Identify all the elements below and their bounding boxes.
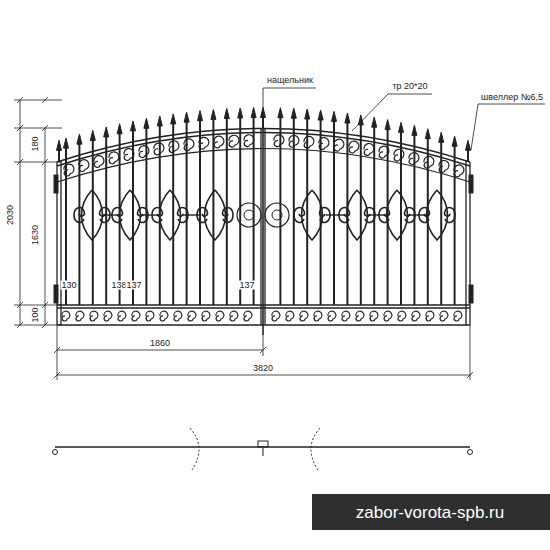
dimension-label: 137 [238, 281, 255, 290]
plan-view [53, 428, 473, 470]
callout-label: нащельник [266, 76, 314, 85]
watermark-bar [312, 494, 550, 530]
dimension-label: 1630 [31, 224, 40, 246]
leader-lines [263, 88, 545, 150]
dimension-label: 1860 [149, 339, 171, 348]
dimension-label: 180 [31, 135, 40, 152]
callout-label: тр 20*20 [391, 82, 428, 91]
dimension-label: 3820 [252, 364, 274, 373]
callout-label: швеллер №6,5 [480, 93, 544, 102]
dimension-label: 100 [31, 306, 40, 323]
dimension-label: 137 [125, 281, 142, 290]
dimension-label: 2030 [6, 204, 15, 226]
gate-elevation [54, 108, 473, 335]
dimension-label: 130 [60, 281, 77, 290]
dimension-lines [14, 97, 473, 380]
watermark: zabor-vorota-spb.ru [352, 502, 508, 523]
